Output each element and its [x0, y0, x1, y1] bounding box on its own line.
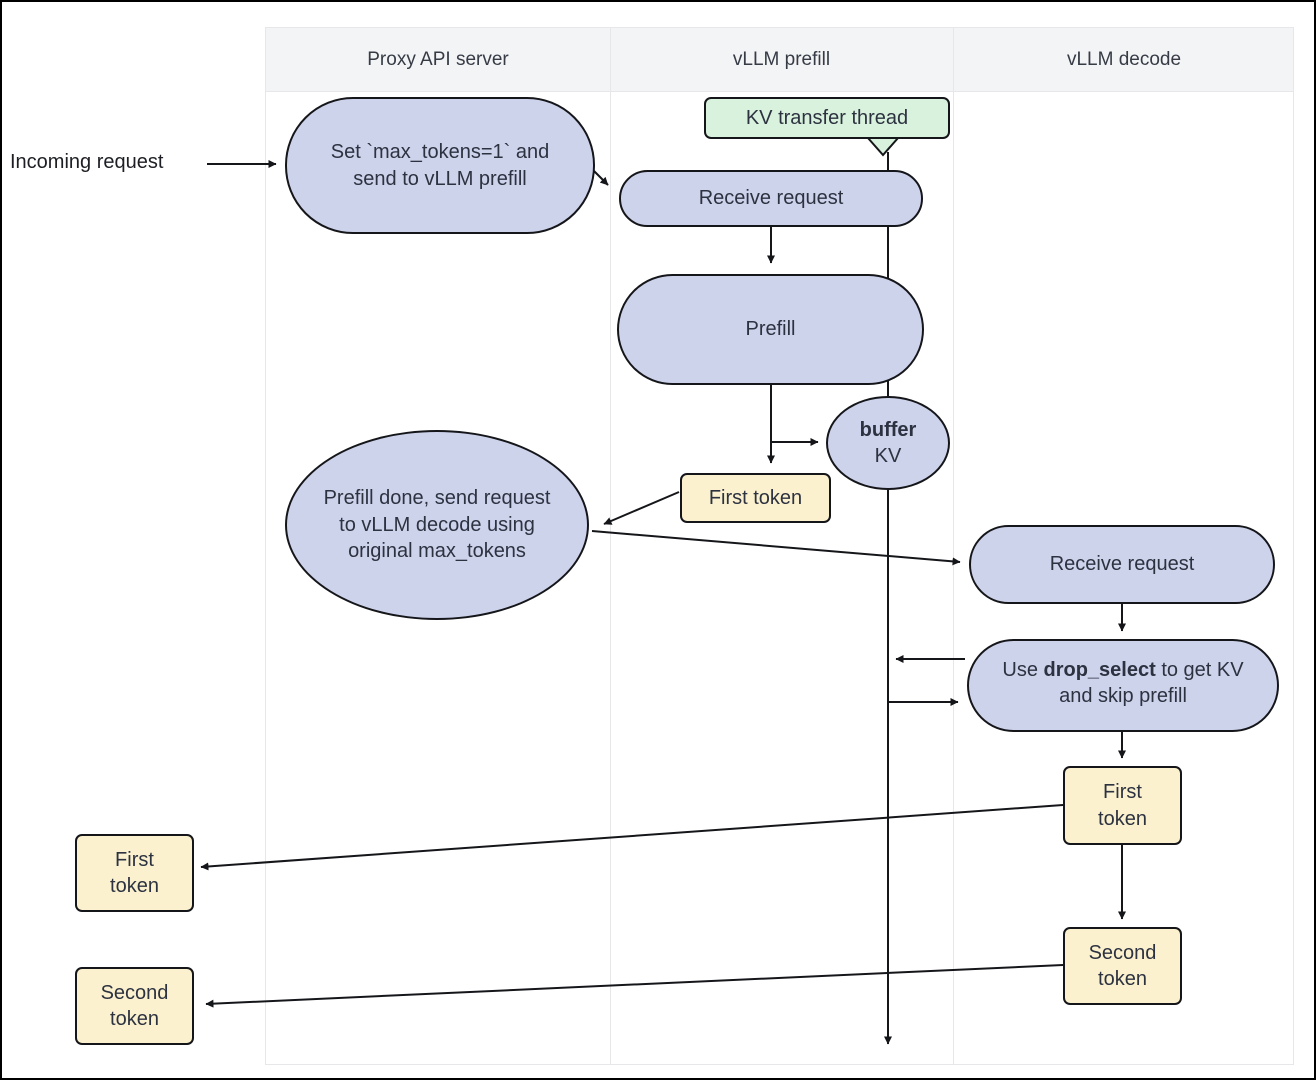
buffer-kv-bold-text: buffer — [859, 418, 917, 441]
node-drop-select: Use drop_select to get KV and skip prefi… — [967, 639, 1279, 732]
node-receive-request-prefill: Receive request — [619, 170, 923, 227]
lane-title-prefill: vLLM prefill — [732, 49, 831, 70]
swimlane-header — [266, 28, 1293, 92]
incoming-request-label: Incoming request — [10, 151, 164, 173]
node-set-max-tokens: Set `max_tokens=1` and send to vLLM pref… — [285, 97, 595, 234]
node-prefill-done: Prefill done, send request to vLLM decod… — [285, 430, 589, 620]
node-kv-transfer-thread: KV transfer thread — [704, 97, 950, 139]
lane-divider — [953, 28, 954, 1064]
buffer-kv-rest-text: KV — [874, 445, 902, 467]
node-first-token-decode: First token — [1063, 766, 1182, 845]
node-buffer-kv: buffer KV — [826, 396, 950, 490]
node-prefill: Prefill — [617, 274, 924, 385]
drop-select-pre-text: Use — [1002, 659, 1044, 681]
lane-title-decode: vLLM decode — [1066, 49, 1182, 70]
lane-divider — [610, 28, 611, 1064]
node-first-token-prefill: First token — [680, 473, 831, 523]
drop-select-bold-text: drop_select — [1043, 659, 1156, 681]
lane-title-proxy: Proxy API server — [367, 49, 509, 70]
node-receive-request-decode: Receive request — [969, 525, 1275, 604]
node-first-token-out: First token — [75, 834, 194, 912]
node-second-token-decode: Second token — [1063, 927, 1182, 1005]
swimlane-container: Proxy API server vLLM prefill vLLM decod… — [265, 27, 1294, 1065]
node-second-token-out: Second token — [75, 967, 194, 1045]
drop-select-post-text: to get KV and skip prefill — [1059, 659, 1244, 708]
